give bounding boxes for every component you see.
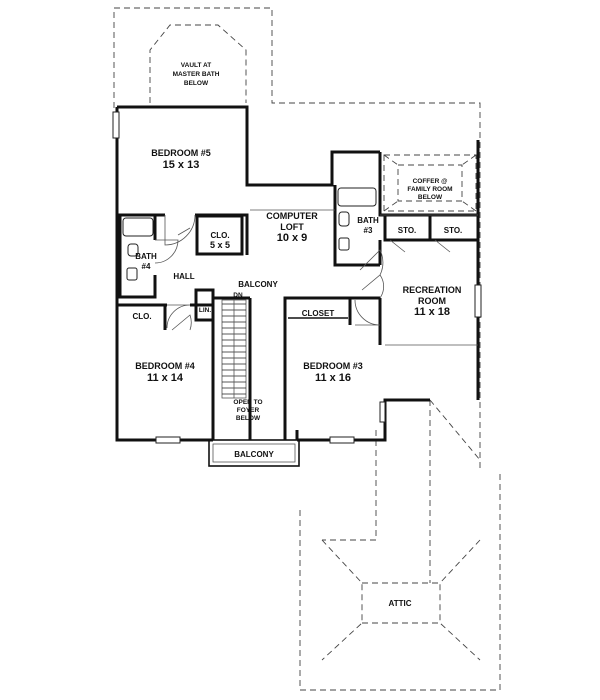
balcony-lower-label: BALCONY: [234, 450, 274, 459]
exterior-walls: [115, 105, 480, 442]
bedroom5-size: 15 x 13: [163, 159, 200, 171]
clo4-label: CLO.: [132, 312, 151, 321]
clo5-label: CLO.: [210, 231, 229, 240]
open-foyer-line3: BELOW: [236, 415, 261, 422]
loft-label: COMPUTER: [266, 211, 318, 221]
open-foyer-line2: FOYER: [237, 407, 260, 414]
bedroom3-size: 11 x 16: [315, 372, 351, 384]
bath3-number: #3: [364, 226, 373, 235]
bedroom4-label: BEDROOM #4: [135, 361, 195, 371]
balcony-upper-label: BALCONY: [238, 280, 278, 289]
lin-label: LIN.: [199, 307, 211, 314]
stairs: [221, 299, 247, 399]
loft-size: 10 x 9: [277, 232, 308, 244]
vault-note-line1: VAULT AT: [181, 62, 211, 69]
doors: [154, 214, 451, 331]
vault-note-line2: MASTER BATH: [173, 71, 220, 78]
hall-label: HALL: [173, 272, 194, 281]
fixtures: [122, 187, 377, 281]
windows: [112, 111, 482, 444]
bedroom4-size: 11 x 14: [147, 372, 184, 384]
vault-note-line3: BELOW: [184, 80, 209, 87]
clo5-size: 5 x 5: [210, 240, 230, 250]
roof-outline: [113, 7, 501, 691]
attic-label: ATTIC: [389, 599, 412, 608]
interior-walls: [117, 185, 478, 440]
bedroom3-label: BEDROOM #3: [303, 361, 363, 371]
coffer-note-line2: FAMILY ROOM: [407, 186, 452, 193]
coffer-outline: [383, 154, 477, 212]
closet3-label: CLOSET: [302, 309, 335, 318]
sto1-label: STO.: [398, 226, 417, 235]
bath4-number: #4: [142, 262, 151, 271]
coffer-note-line1: COFFER @: [413, 178, 448, 185]
bath4-label: BATH: [135, 252, 157, 261]
bedroom5-label: BEDROOM #5: [151, 148, 211, 158]
bath3-label: BATH: [357, 216, 379, 225]
stair-dn-label: DN: [233, 292, 243, 299]
recreation-label-2: ROOM: [418, 296, 446, 306]
recreation-size: 11 x 18: [414, 306, 450, 318]
open-foyer-line1: OPEN TO: [233, 399, 262, 406]
coffer-note-line3: BELOW: [418, 194, 443, 201]
balcony-bump: [208, 439, 300, 467]
recreation-label: RECREATION: [403, 285, 462, 295]
loft-label-2: LOFT: [280, 222, 304, 232]
sto2-label: STO.: [444, 226, 463, 235]
